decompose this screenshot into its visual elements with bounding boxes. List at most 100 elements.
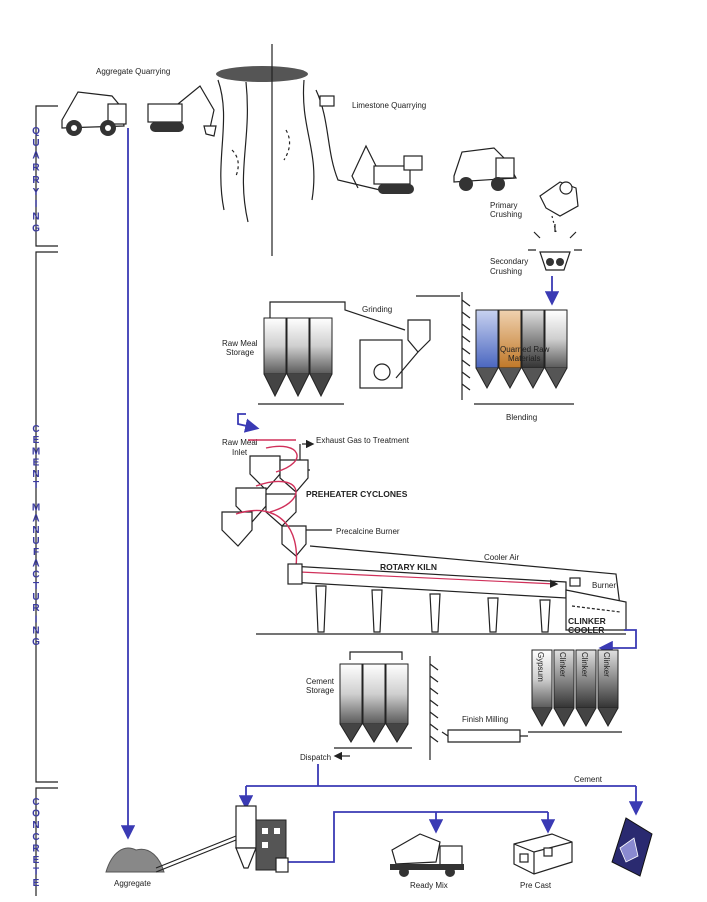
rotary-kiln-icon <box>287 545 621 607</box>
stage-letter: Y <box>33 187 40 198</box>
cement-silos-icon <box>334 651 439 760</box>
stage-letter: F <box>33 547 39 558</box>
limestone-excavator-icon <box>351 144 423 194</box>
stage-letter: R <box>32 163 40 174</box>
stage-letter: I <box>35 199 38 210</box>
stage-letter: C <box>32 424 39 435</box>
quarried-raw-label-2: Materials <box>508 354 540 363</box>
stage-letter: T <box>33 480 39 491</box>
ready-mix-truck-icon <box>390 833 464 877</box>
primary-crushing-label-2: Crushing <box>490 210 522 219</box>
limestone-truck-icon <box>453 147 517 191</box>
raw-meal-storage-label-1: Raw Meal <box>222 339 258 348</box>
stage-letter: C <box>32 832 39 843</box>
stage-letter: N <box>32 469 39 480</box>
raw-meal-inlet-label-1: Raw Meal <box>222 438 258 447</box>
cooler-to-clinker-arrow <box>598 629 637 656</box>
cooler-air-label: Cooler Air <box>484 553 519 562</box>
aggregate-excavator-icon <box>147 85 217 137</box>
stage-letter: N <box>32 626 39 637</box>
raw-meal-inlet-label-2: Inlet <box>232 448 248 457</box>
aggregate-quarrying-label: Aggregate Quarrying <box>96 67 170 76</box>
aggregate-pile-icon <box>105 835 237 873</box>
clinker-label-a: Clinker <box>558 652 567 677</box>
ready-mix-label: Ready Mix <box>410 881 448 890</box>
stage-letter: T <box>33 581 39 592</box>
quarrying-bracket <box>35 105 58 247</box>
burner-label: Burner <box>592 581 616 590</box>
stage-letter: M <box>32 502 40 513</box>
stage-letter: C <box>32 797 39 808</box>
stage-letter: R <box>32 843 40 854</box>
finish-mill-icon <box>441 729 528 743</box>
grinding-mill-icon <box>359 319 431 389</box>
manufacturing-bracket <box>35 251 58 783</box>
blending-silos-icon <box>416 292 574 405</box>
aggregate-label: Aggregate <box>114 879 151 888</box>
raw-meal-storage-label-2: Storage <box>226 348 255 357</box>
stage-letter: O <box>32 809 40 820</box>
stage-letter: I <box>35 614 38 625</box>
stage-brackets <box>35 105 58 896</box>
raw-meal-silos-icon <box>258 301 406 405</box>
stage-letter: Q <box>32 126 40 137</box>
finish-milling-label: Finish Milling <box>462 715 508 724</box>
concrete-bracket <box>35 787 58 896</box>
cement-label: Cement <box>574 775 603 784</box>
stage-letter: U <box>32 592 39 603</box>
batching-plant-icon <box>235 805 289 873</box>
stage-letter: A <box>32 514 39 525</box>
limestone-quarrying-label: Limestone Quarrying <box>352 101 426 110</box>
stage-letter: R <box>32 175 40 186</box>
stage-letter: N <box>32 525 39 536</box>
limestone-cliff-icon <box>216 44 381 256</box>
rotary-kiln-label: ROTARY KILN <box>380 562 437 572</box>
stage-letter: E <box>33 878 40 889</box>
clinker-label-c: Clinker <box>602 652 611 677</box>
secondary-crushing-label-1: Secondary <box>490 257 528 266</box>
raw-meal-to-inlet-arrow <box>237 413 260 433</box>
blending-label: Blending <box>506 413 537 422</box>
aggregate-truck-icon <box>61 91 127 136</box>
stage-letter: C <box>32 570 39 581</box>
cement-storage-label-2: Storage <box>306 686 335 695</box>
gypsum-label: Gypsum <box>536 652 545 682</box>
clinker-label-b: Clinker <box>580 652 589 677</box>
pre-cast-label: Pre Cast <box>520 881 552 890</box>
grinding-label: Grinding <box>362 305 392 314</box>
preheater-tower-icon <box>221 439 332 567</box>
exhaust-gas-label: Exhaust Gas to Treatment <box>316 436 410 445</box>
clinker-cooler-label-1: CLINKER <box>568 616 606 626</box>
stage-letter: T <box>33 867 39 878</box>
dispatch-label: Dispatch <box>300 753 331 762</box>
stage-letter: G <box>32 637 40 648</box>
stage-letter: A <box>32 150 39 161</box>
cement-storage-label-1: Cement <box>306 677 335 686</box>
clinker-cooler-label-2: COOLER <box>568 625 604 635</box>
secondary-crushing-label-2: Crushing <box>490 267 522 276</box>
stage-letter: N <box>32 820 39 831</box>
preheater-cyclones-label: PREHEATER CYCLONES <box>306 489 408 499</box>
kiln-piers-icon <box>256 585 626 635</box>
stage-letter: U <box>32 536 39 547</box>
stage-letter: E <box>33 855 40 866</box>
distribution-lines <box>238 764 644 863</box>
stage-letter: E <box>33 458 40 469</box>
stage-letter: N <box>32 211 39 222</box>
stage-letter: R <box>32 603 40 614</box>
stage-letter: U <box>32 138 39 149</box>
stage-letter: M <box>32 446 40 457</box>
conveyor-head-icon <box>319 95 335 107</box>
clinker-silos-icon <box>528 649 622 733</box>
pre-cast-block-icon <box>513 833 573 875</box>
cement-bag-icon <box>611 817 653 877</box>
stage-letter: G <box>32 224 40 235</box>
primary-crusher-icon <box>539 181 579 233</box>
secondary-crusher-icon <box>528 224 582 271</box>
quarried-raw-label-1: Quarried Raw <box>500 345 550 354</box>
stage-letter: A <box>32 558 39 569</box>
